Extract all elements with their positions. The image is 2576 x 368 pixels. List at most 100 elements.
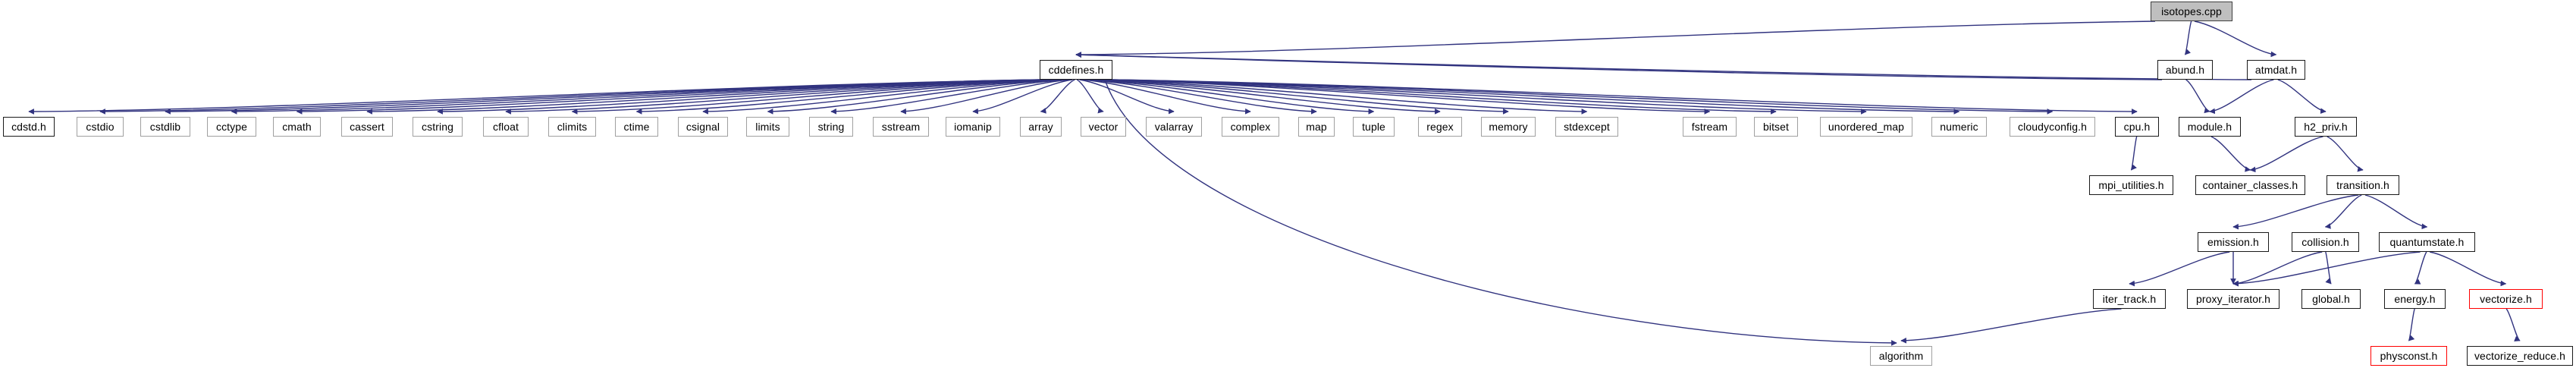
node-tuple[interactable]: tuple <box>1353 117 1395 137</box>
edge-cddefines-h-to-cstdio <box>99 79 1045 115</box>
node-algorithm[interactable]: algorithm <box>1870 346 1932 366</box>
node-numeric[interactable]: numeric <box>1931 117 1987 137</box>
node-label: isotopes.cpp <box>2161 5 2222 17</box>
edge-cddefines-h-to-climits <box>571 79 1059 115</box>
node-memory[interactable]: memory <box>1481 117 1536 137</box>
node-iter-track-h[interactable]: iter_track.h <box>2093 289 2166 309</box>
edge-cddefines-h-to-numeric <box>1106 79 1960 115</box>
node-abund-h[interactable]: abund.h <box>2157 60 2213 80</box>
edge-cddefines-h-to-iomanip <box>972 79 1073 115</box>
node-cpu-h[interactable]: cpu.h <box>2115 117 2159 137</box>
node-label: sstream <box>881 121 921 133</box>
node-label: csignal <box>686 121 720 133</box>
node-collision-h[interactable]: collision.h <box>2292 232 2359 252</box>
node-container-classes-h[interactable]: container_classes.h <box>2195 175 2305 195</box>
edge-energy-h-to-physconst-h <box>2408 308 2415 341</box>
edge-module-h-to-container-classes-h <box>2210 136 2251 172</box>
node-label: iter_track.h <box>2102 293 2157 305</box>
node-vectorize-reduce-h[interactable]: vectorize_reduce.h <box>2467 346 2573 366</box>
node-cctype[interactable]: cctype <box>207 117 256 137</box>
node-unordered-map[interactable]: unordered_map <box>1820 117 1912 137</box>
node-limits[interactable]: limits <box>746 117 789 137</box>
node-cstdlib[interactable]: cstdlib <box>140 117 190 137</box>
node-valarray[interactable]: valarray <box>1146 117 1202 137</box>
node-cddefines-h[interactable]: cddefines.h <box>1040 60 1112 80</box>
edge-vectorize-h-to-vectorize-reduce-h <box>2505 308 2521 341</box>
edge-isotopes-cpp-to-cddefines-h <box>1075 20 2156 58</box>
node-transition-h[interactable]: transition.h <box>2327 175 2399 195</box>
edge-cddefines-h-to-cloudyconfig-h <box>1107 79 2054 115</box>
node-h2-priv-h[interactable]: h2_priv.h <box>2295 117 2357 137</box>
node-label: cdstd.h <box>11 121 46 133</box>
node-label: memory <box>1489 121 1528 133</box>
node-isotopes-cpp[interactable]: isotopes.cpp <box>2151 2 2232 21</box>
node-atmdat-h[interactable]: atmdat.h <box>2247 60 2305 80</box>
edge-cddefines-h-to-vector <box>1076 79 1104 114</box>
edge-cddefines-h-to-limits <box>767 79 1065 115</box>
node-label: stdexcept <box>1564 121 1610 133</box>
node-label: complex <box>1230 121 1271 133</box>
edge-cddefines-h-to-array <box>1040 79 1075 114</box>
node-global-h[interactable]: global.h <box>2301 289 2361 309</box>
node-complex[interactable]: complex <box>1222 117 1279 137</box>
edge-cddefines-h-to-memory <box>1090 79 1509 115</box>
node-label: valarray <box>1154 121 1194 133</box>
edge-cddefines-h-to-cpu-h <box>1107 79 2138 115</box>
node-module-h[interactable]: module.h <box>2179 117 2241 137</box>
node-label: cloudyconfig.h <box>2018 121 2087 133</box>
edge-cddefines-h-to-cstring <box>437 79 1054 115</box>
edge-cddefines-h-to-fstream <box>1098 79 1711 115</box>
edge-cddefines-h-to-sstream <box>900 79 1070 115</box>
node-energy-h[interactable]: energy.h <box>2384 289 2446 309</box>
node-string[interactable]: string <box>809 117 853 137</box>
edge-cddefines-h-to-ctime <box>635 79 1061 115</box>
node-iomanip[interactable]: iomanip <box>946 117 1000 137</box>
node-sstream[interactable]: sstream <box>873 117 929 137</box>
node-label: iomanip <box>954 121 992 133</box>
edge-h2-priv-h-to-transition-h <box>2327 136 2364 172</box>
node-label: ctime <box>623 121 650 133</box>
node-label: quantumstate.h <box>2389 236 2465 248</box>
edge-emission-h-to-iter-track-h <box>2129 251 2230 287</box>
node-vectorize-h[interactable]: vectorize.h <box>2469 289 2543 309</box>
edge-abund-h-to-cddefines-h <box>1075 52 2163 80</box>
edge-quantumstate-h-to-proxy-iterator-h <box>2232 251 2421 287</box>
node-bitset[interactable]: bitset <box>1754 117 1798 137</box>
node-label: cassert <box>350 121 384 133</box>
node-map[interactable]: map <box>1298 117 1335 137</box>
edge-collision-h-to-global-h <box>2325 251 2332 285</box>
node-cstring[interactable]: cstring <box>413 117 463 137</box>
node-mpi-utilities-h[interactable]: mpi_utilities.h <box>2089 175 2173 195</box>
node-physconst-h[interactable]: physconst.h <box>2370 346 2447 366</box>
node-cfloat[interactable]: cfloat <box>483 117 529 137</box>
node-climits[interactable]: climits <box>548 117 596 137</box>
node-cloudyconfig-h[interactable]: cloudyconfig.h <box>2010 117 2095 137</box>
edge-cddefines-h-to-cstdlib <box>165 79 1045 115</box>
node-cassert[interactable]: cassert <box>341 117 393 137</box>
node-label: proxy_iterator.h <box>2195 293 2271 305</box>
edge-cpu-h-to-mpi-utilities-h <box>2130 136 2138 171</box>
node-fstream[interactable]: fstream <box>1683 117 1737 137</box>
node-cdstd-h[interactable]: cdstd.h <box>3 117 55 137</box>
node-proxy-iterator-h[interactable]: proxy_iterator.h <box>2187 289 2279 309</box>
node-array[interactable]: array <box>1020 117 1062 137</box>
edge-transition-h-to-collision-h <box>2324 194 2362 229</box>
node-csignal[interactable]: csignal <box>678 117 728 137</box>
node-cmath[interactable]: cmath <box>273 117 321 137</box>
node-emission-h[interactable]: emission.h <box>2198 232 2269 252</box>
edge-cddefines-h-to-cassert <box>366 79 1052 115</box>
node-label: cddefines.h <box>1048 64 1104 76</box>
edge-atmdat-h-to-h2-priv-h <box>2277 79 2327 115</box>
node-regex[interactable]: regex <box>1418 117 1462 137</box>
node-cstdio[interactable]: cstdio <box>77 117 124 137</box>
node-vector[interactable]: vector <box>1081 117 1126 137</box>
node-label: cstdio <box>86 121 115 133</box>
node-ctime[interactable]: ctime <box>615 117 658 137</box>
edge-transition-h-to-quantumstate-h <box>2364 194 2428 230</box>
node-label: module.h <box>2187 121 2232 133</box>
edge-atmdat-h-to-module-h <box>2209 79 2274 115</box>
node-stdexcept[interactable]: stdexcept <box>1555 117 1618 137</box>
node-label: algorithm <box>1878 350 1924 362</box>
node-quantumstate-h[interactable]: quantumstate.h <box>2379 232 2475 252</box>
